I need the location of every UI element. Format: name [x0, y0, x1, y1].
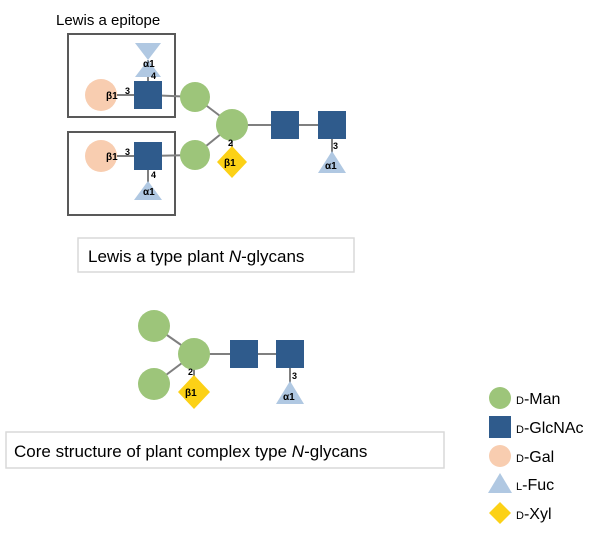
xyl-top-beta: β1 [224, 158, 236, 169]
glcnac-core-bottom-2 [276, 340, 304, 368]
man-core-bottom [178, 338, 210, 370]
glcnac-top [134, 81, 162, 109]
xyl-top-pos: 2 [228, 138, 233, 148]
bottom-linkages [153, 325, 291, 388]
gal-bottom [85, 140, 117, 172]
fuc-top-lower [135, 60, 161, 77]
legend-fuc-symbol [488, 473, 512, 493]
caption-box-bottom [5, 431, 445, 469]
legend-xyl-symbol [489, 502, 511, 524]
gal-top-beta: β1 [106, 91, 118, 102]
fuc-top-pos: 4 [151, 71, 156, 81]
gal-top-pos: 3 [125, 86, 130, 96]
fuc-core-bottom-pos: 3 [292, 371, 297, 381]
fuc-core-top [318, 151, 346, 173]
man-upper-arm [180, 82, 210, 112]
epitope-box-bottom [67, 131, 176, 216]
man-lower-arm [180, 140, 210, 170]
epitope-title: Lewis a epitope [56, 12, 160, 29]
fuc-core-bottom-alpha: α1 [283, 392, 295, 403]
fuc-top-alpha: α1 [143, 59, 155, 70]
legend-fuc-label: L-Fuc [516, 477, 554, 494]
gal-bottom-pos: 3 [125, 147, 130, 157]
fuc-bottom [134, 181, 162, 200]
xyl-bottom [178, 375, 210, 409]
gal-bottom-beta: β1 [106, 152, 118, 163]
legend-man-label: D-Man [516, 391, 560, 408]
man-bottom-upper [138, 310, 170, 342]
glcnac-bottom [134, 142, 162, 170]
legend-gal-label: D-Gal [516, 449, 554, 466]
glcnac-core-top-2 [318, 111, 346, 139]
legend-glcnac-label: D-GlcNAc [516, 420, 584, 437]
legend: D-Man D-GlcNAc D-Gal L-Fuc D-Xyl [488, 387, 584, 524]
legend-glcnac-symbol [489, 416, 511, 438]
caption-box-top [77, 237, 355, 273]
man-core-top [216, 109, 248, 141]
caption-bottom: Core structure of plant complex type N-g… [14, 442, 367, 461]
fuc-bottom-pos: 4 [151, 170, 156, 180]
legend-man-symbol [489, 387, 511, 409]
fuc-core-top-alpha: α1 [325, 161, 337, 172]
fuc-bottom-alpha: α1 [143, 187, 155, 198]
fuc-top-inverted [135, 43, 161, 60]
epitope-box-top [67, 33, 176, 118]
fuc-core-top-pos: 3 [333, 141, 338, 151]
glcnac-core-top-1 [271, 111, 299, 139]
caption-top: Lewis a type plant N-glycans [88, 247, 304, 266]
legend-gal-symbol [489, 445, 511, 467]
legend-xyl-label: D-Xyl [516, 506, 552, 523]
gal-top [85, 79, 117, 111]
xyl-bottom-beta: β1 [185, 388, 197, 399]
man-bottom-lower [138, 368, 170, 400]
glcnac-core-bottom-1 [230, 340, 258, 368]
xyl-bottom-pos: 2 [188, 367, 193, 377]
xyl-top [217, 146, 247, 178]
fuc-core-bottom [276, 381, 304, 404]
